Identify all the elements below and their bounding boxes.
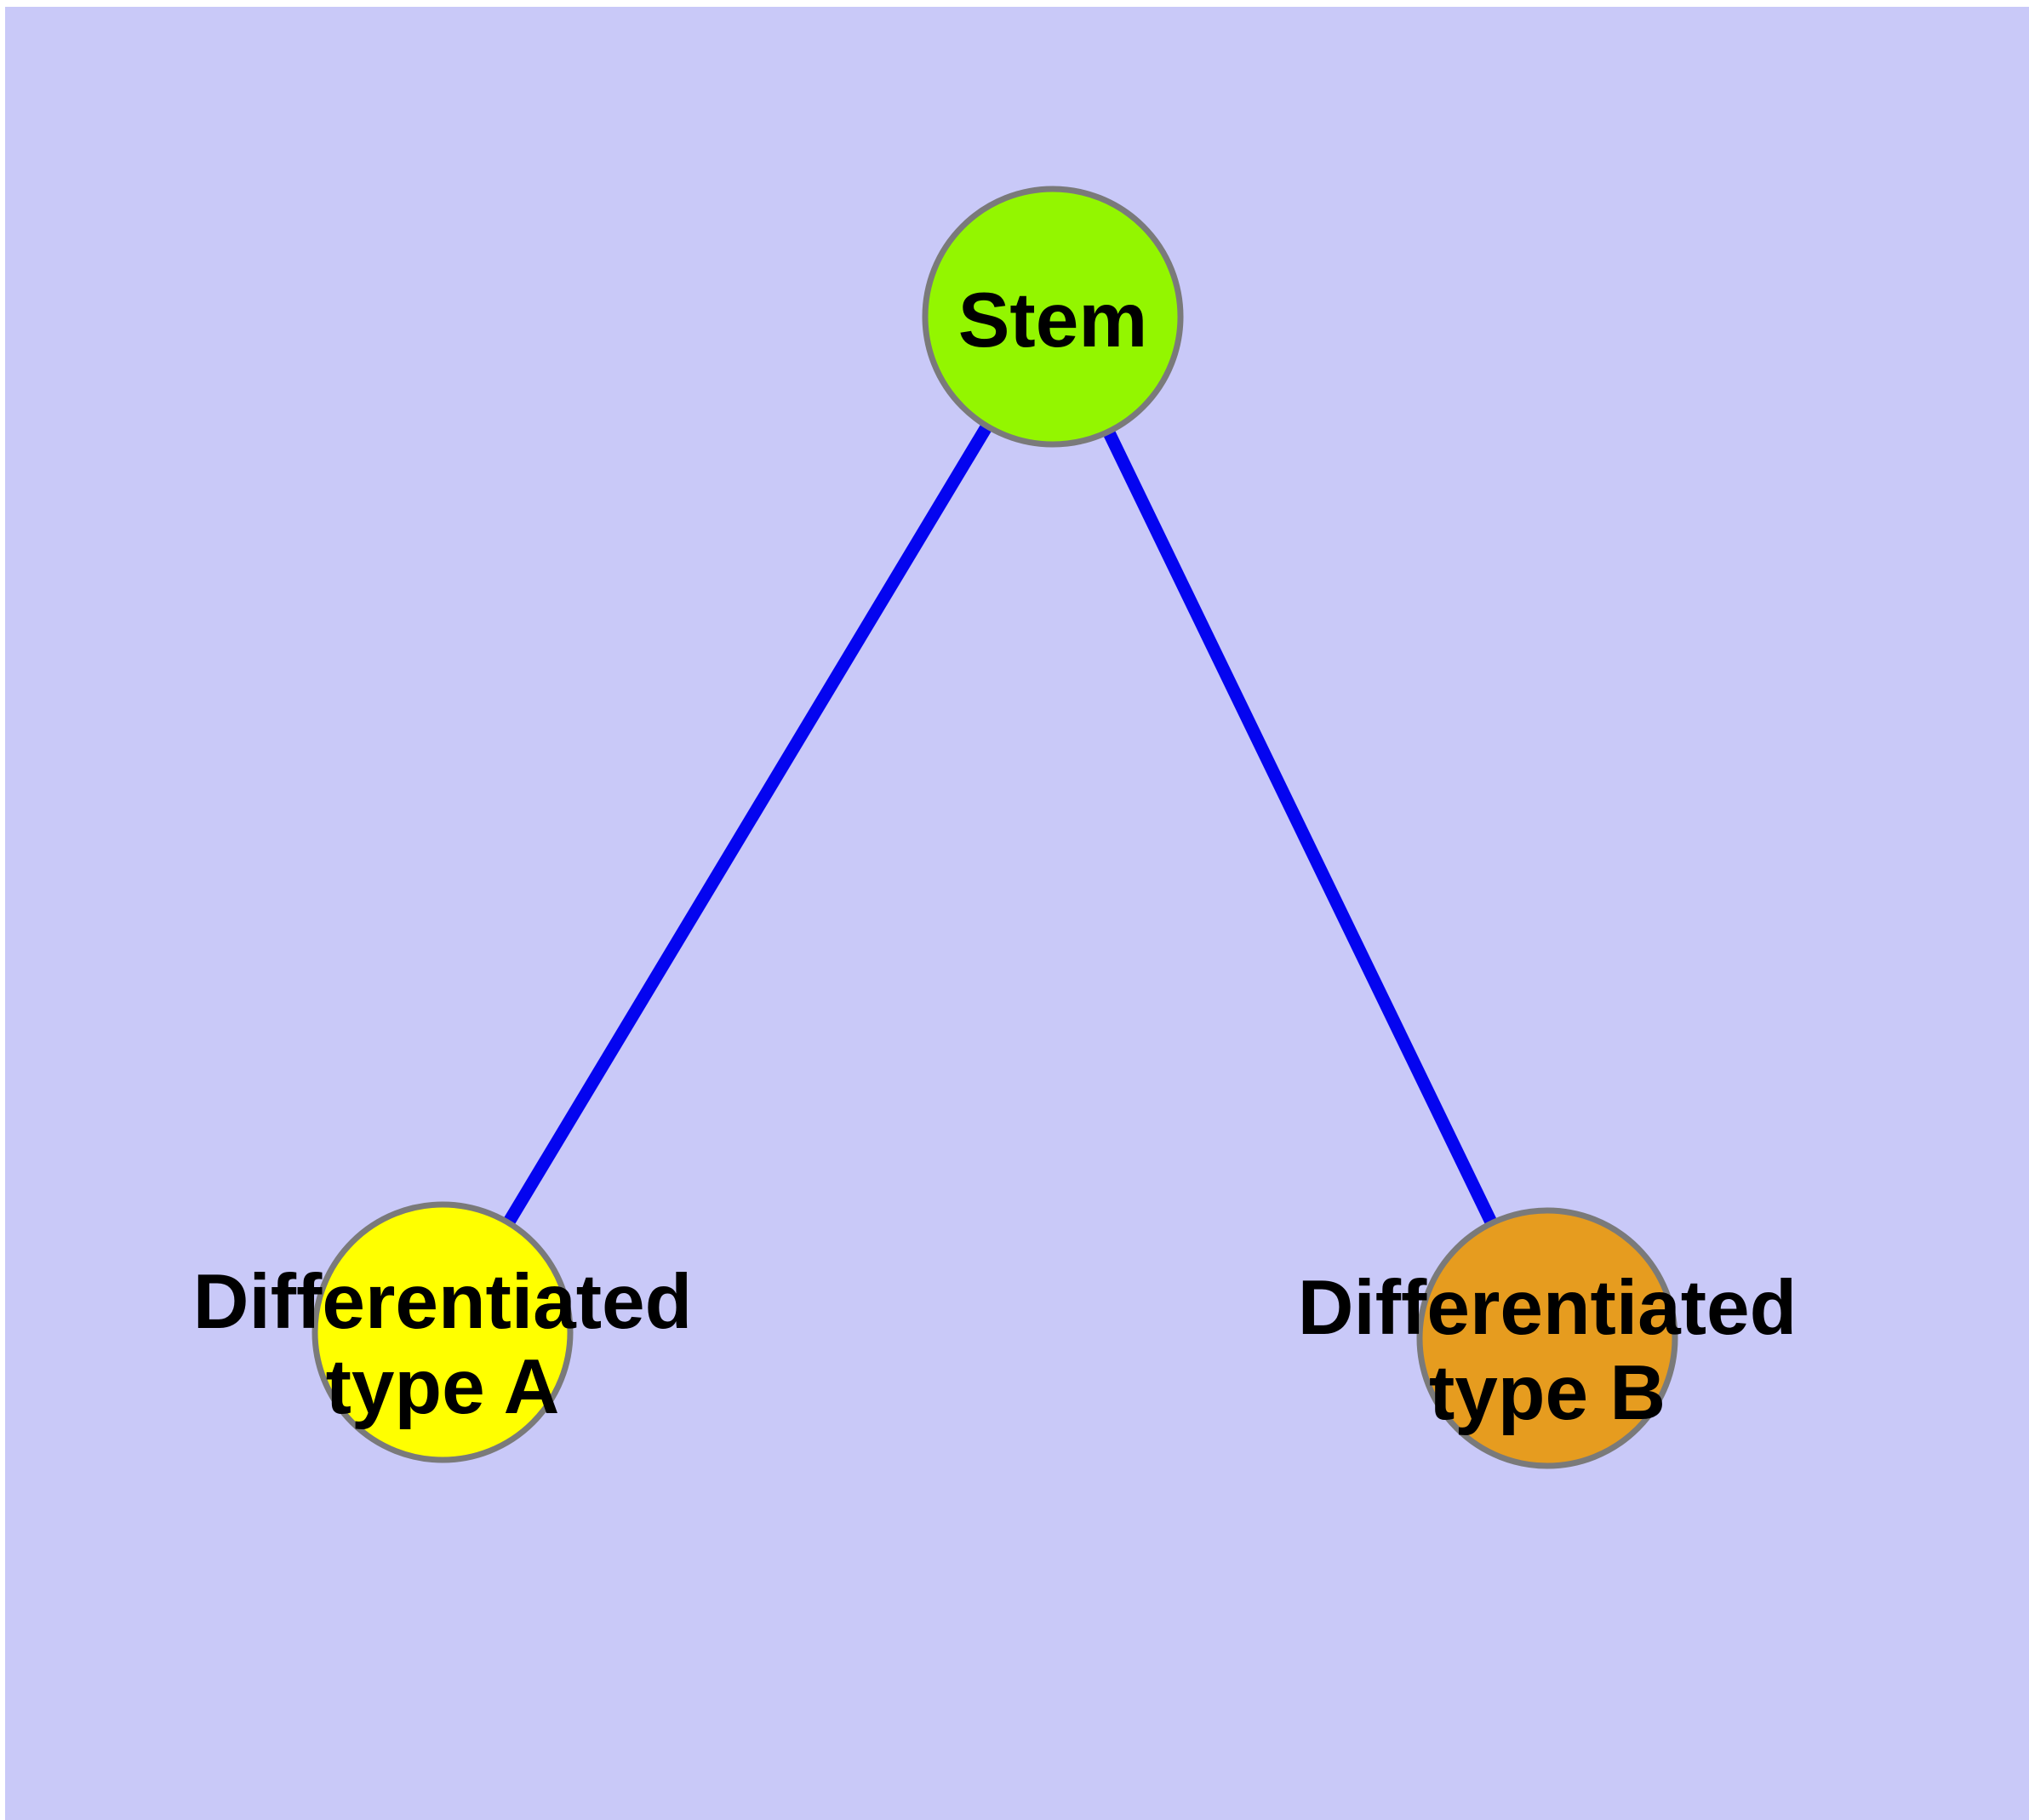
node-typeB-circle: [1416, 1207, 1678, 1469]
node-typeA-circle: [311, 1201, 574, 1463]
node-stem-circle: [922, 186, 1184, 448]
node-typeB-label-line1: Differentiated: [1298, 1265, 1798, 1351]
node-typeB-label-line2: type B: [1429, 1350, 1666, 1436]
edge-stem-to-typeA: [437, 313, 1059, 1336]
node-typeA-label-line2: type A: [326, 1344, 560, 1430]
node-typeA-label-line1: Differentiated: [193, 1259, 693, 1345]
node-stem-label: Stem: [958, 278, 1148, 363]
edge-stem-to-typeB: [1047, 313, 1553, 1342]
